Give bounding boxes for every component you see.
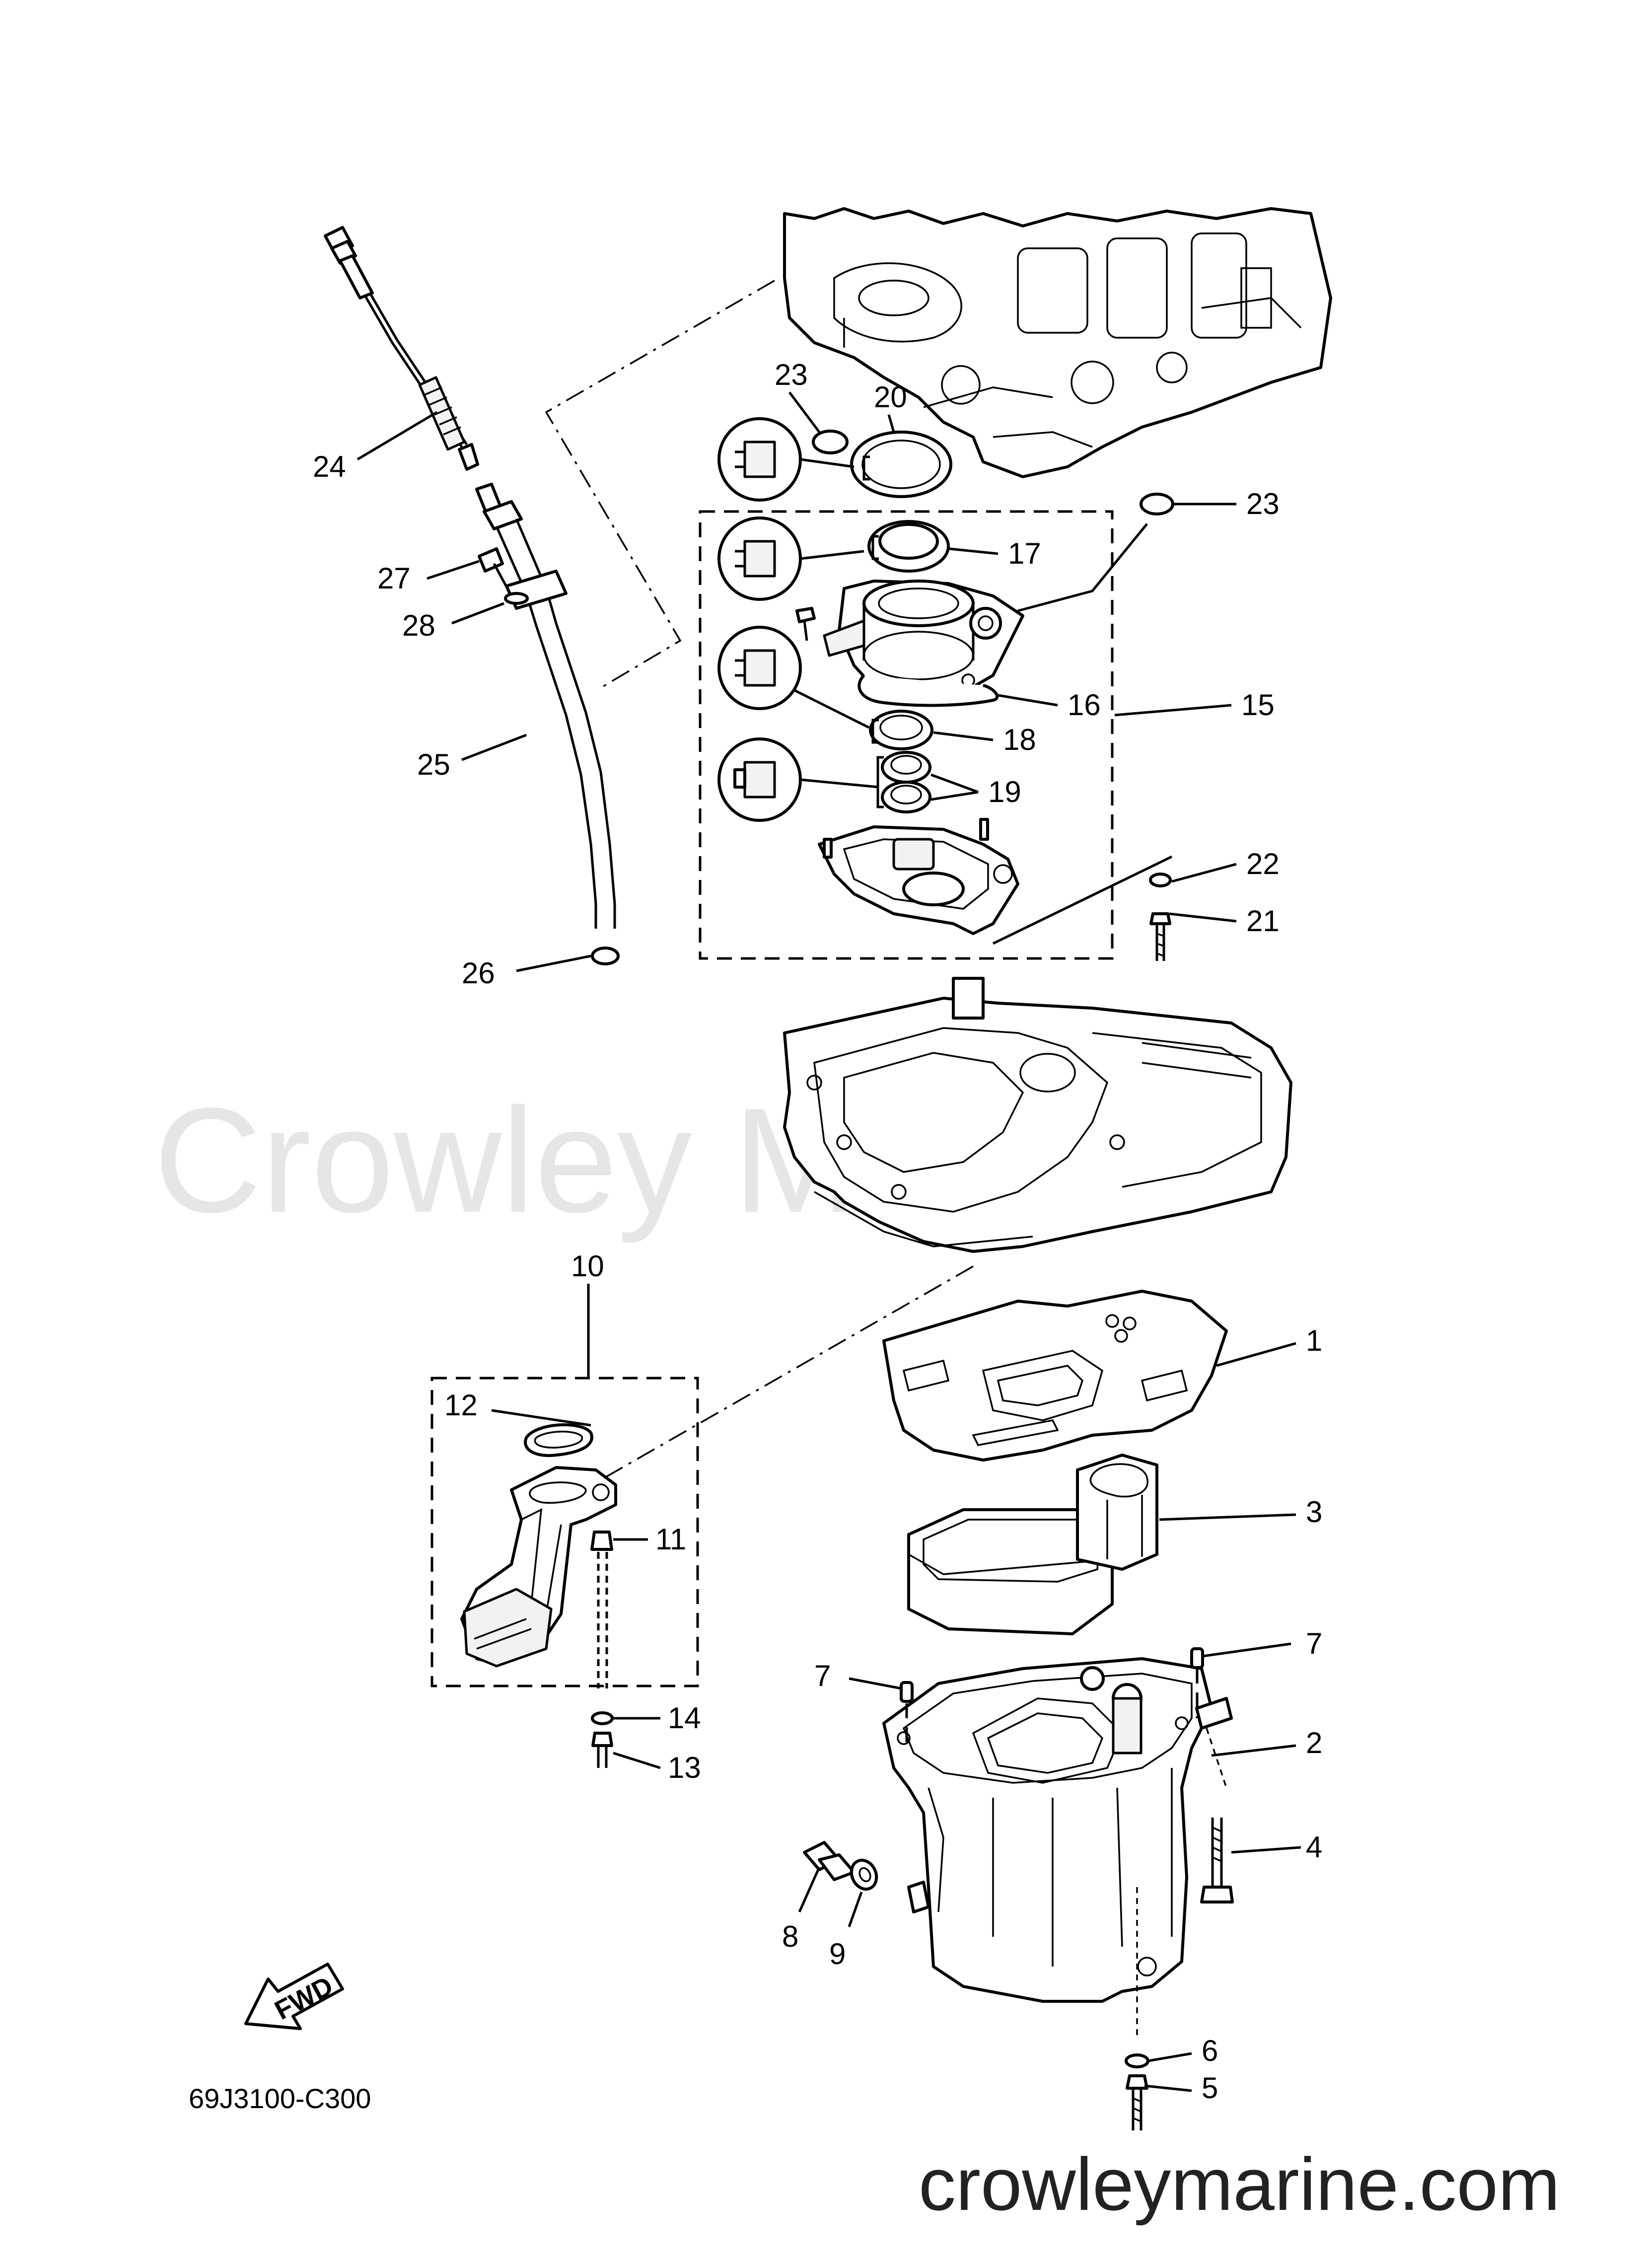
callout-18: 18 xyxy=(1003,723,1036,756)
callout-26: 26 xyxy=(462,956,495,990)
callout-24: 24 xyxy=(313,450,346,483)
callout-9: 9 xyxy=(829,1937,846,1971)
callout-13: 13 xyxy=(668,1751,701,1784)
callout-11: 11 xyxy=(655,1523,686,1556)
callout-23-right: 23 xyxy=(1246,487,1280,520)
callout-7-left: 7 xyxy=(814,1659,831,1692)
callout-6: 6 xyxy=(1202,2034,1218,2067)
assembly-box-10 xyxy=(430,1377,699,1687)
callout-19: 19 xyxy=(988,775,1021,808)
callout-21: 21 xyxy=(1246,904,1280,938)
callout-3: 3 xyxy=(1306,1495,1322,1529)
seal-detail-magnifiers xyxy=(717,417,884,822)
footer-url: crowleymarine.com xyxy=(919,2142,1560,2226)
callout-1: 1 xyxy=(1306,1324,1322,1357)
callout-23-left: 23 xyxy=(775,358,808,391)
callout-22: 22 xyxy=(1246,847,1280,880)
callout-28: 28 xyxy=(402,609,435,642)
oil-pan-lower-2 xyxy=(803,1647,1234,2130)
callout-27: 27 xyxy=(377,562,411,595)
callout-8: 8 xyxy=(782,1920,798,1953)
gasket-1 xyxy=(882,1290,1228,1462)
callout-17: 17 xyxy=(1008,537,1041,570)
callout-numbers: 1 2 3 4 5 6 7 7 8 9 10 11 12 13 14 15 16… xyxy=(313,358,1322,2105)
oil-dipstick-assembly xyxy=(324,226,620,965)
callout-25: 25 xyxy=(417,748,450,781)
callout-5: 5 xyxy=(1202,2071,1218,2105)
diagram-code: 69J3100-C300 xyxy=(189,2083,371,2114)
upper-casing-parts xyxy=(795,430,1174,961)
callout-16: 16 xyxy=(1068,688,1101,722)
engine-block-partial xyxy=(783,207,1332,478)
callout-12: 12 xyxy=(444,1389,478,1422)
callout-15: 15 xyxy=(1241,688,1275,722)
callout-4: 4 xyxy=(1306,1830,1322,1864)
callout-leaders xyxy=(357,391,1301,2092)
oil-strainer-assembly xyxy=(460,1423,617,1768)
oil-pan-upper xyxy=(783,977,1292,1253)
callout-10: 10 xyxy=(571,1249,604,1283)
callout-20: 20 xyxy=(874,380,907,414)
callout-2: 2 xyxy=(1306,1726,1322,1759)
callout-7-right: 7 xyxy=(1306,1627,1322,1660)
forward-direction-arrow: FWD xyxy=(244,1963,344,2030)
baffle-plate-3 xyxy=(907,1454,1158,1635)
callout-14: 14 xyxy=(668,1701,701,1735)
